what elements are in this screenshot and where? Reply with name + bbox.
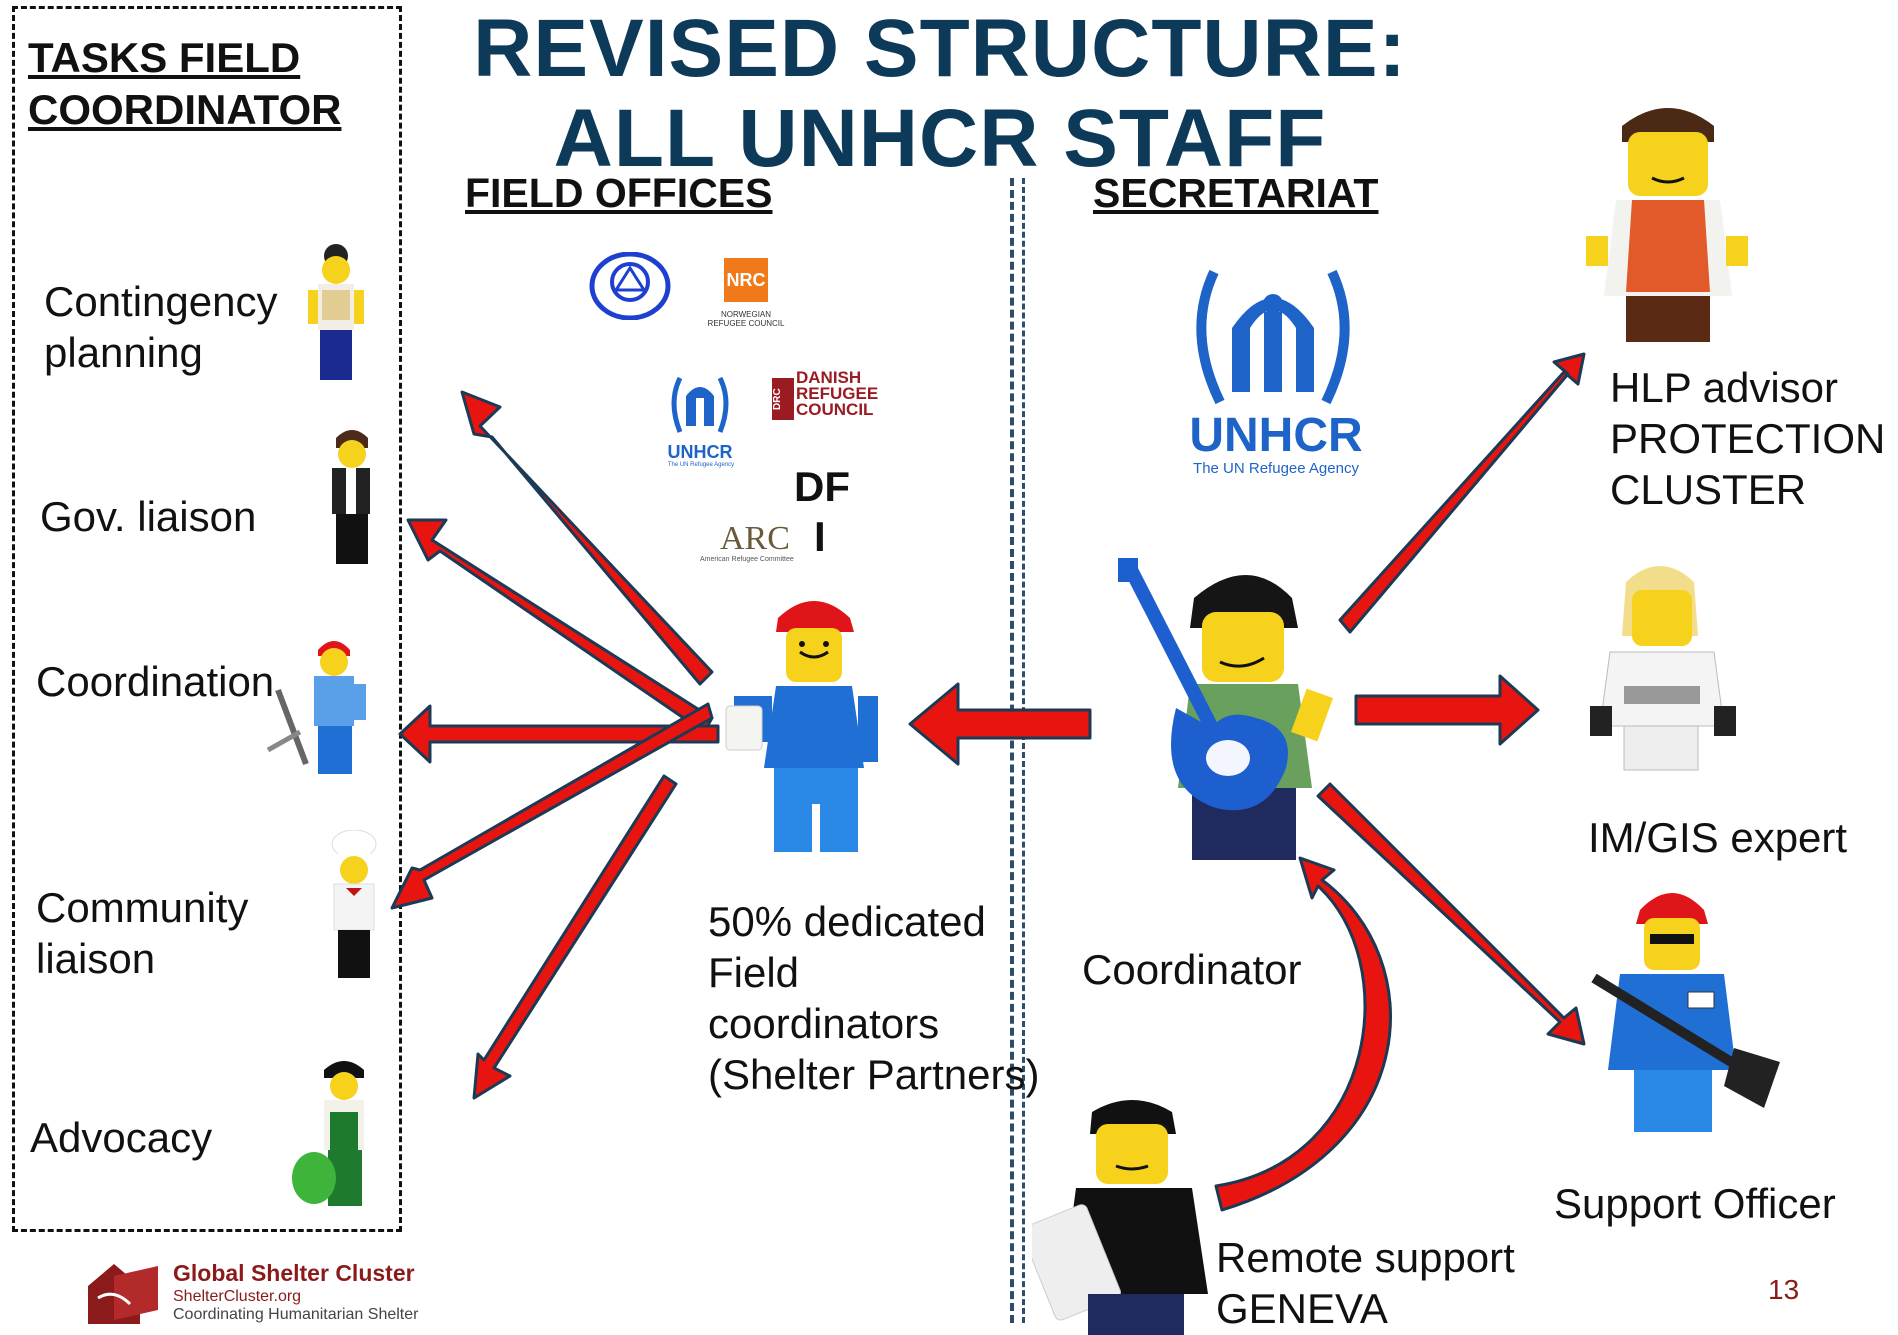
arrow-to-community-liaison — [390, 702, 714, 910]
tasks-header-line-2: COORDINATOR — [28, 86, 342, 133]
arrow-to-field-coordinator — [908, 682, 1092, 766]
arc-logo: ARC — [720, 520, 790, 557]
tasks-header-line-1: TASKS FIELD — [28, 34, 301, 81]
coordinator-label: Coordinator — [1082, 946, 1302, 993]
minifigure-icon — [1590, 566, 1736, 771]
hlp-advisor-label: HLP advisor PROTECTION CLUSTER — [1610, 362, 1885, 515]
minifigure-icon — [1586, 108, 1748, 342]
tasks-box — [12, 6, 402, 1232]
arrow-to-support-officer — [1316, 782, 1586, 1046]
drc-logo-line: REFUGEE — [796, 384, 879, 403]
unhcr-logo-name: UNHCR — [1189, 409, 1363, 462]
divider-dashed — [1022, 178, 1025, 1323]
field-coordinators-line: coordinators — [708, 1000, 940, 1047]
tasks-header: TASKS FIELD COORDINATOR — [28, 32, 341, 136]
arrow-to-hlp — [1338, 352, 1586, 634]
dfi-logo: DF I — [794, 462, 850, 562]
shelter-cluster-logo-icon — [88, 1264, 158, 1324]
unhcr-small-name: UNHCR — [667, 442, 733, 462]
slide-title: REVISED STRUCTURE: ALL UNHCR STAFF — [450, 4, 1430, 184]
task-community-liaison: Community liaison — [36, 882, 248, 984]
title-line-1: REVISED STRUCTURE: — [473, 3, 1407, 94]
dfi-line: I — [814, 513, 826, 560]
minifigure-icon — [266, 641, 366, 774]
minifigure-icon — [320, 430, 382, 564]
arc-logo-caption: American Refugee Committee — [700, 556, 794, 563]
un-emblem-icon — [589, 252, 671, 320]
hlp-line: PROTECTION — [1610, 415, 1886, 462]
minifigure-icon — [1591, 893, 1780, 1132]
hlp-line: HLP advisor — [1610, 364, 1839, 411]
task-contingency: Contingency planning — [44, 276, 277, 378]
hlp-line: CLUSTER — [1610, 466, 1807, 513]
unhcr-small-tagline: The UN Refugee Agency — [667, 462, 735, 468]
field-offices-header: FIELD OFFICES — [465, 170, 773, 216]
task-label: Gov. liaison — [40, 493, 257, 540]
page-number: 13 — [1768, 1274, 1800, 1305]
arrow-to-contingency — [460, 390, 714, 686]
task-coordination: Coordination — [36, 656, 274, 707]
minifigure-icon — [1032, 1100, 1208, 1335]
footer-url[interactable]: ShelterCluster.org — [173, 1288, 302, 1305]
unhcr-logo-icon — [671, 376, 729, 433]
footer-tagline: Coordinating Humanitarian Shelter — [173, 1306, 419, 1323]
remote-support-line: Remote support — [1216, 1234, 1515, 1281]
remote-support-line: GENEVA — [1216, 1285, 1388, 1332]
arrow-to-advocacy — [472, 774, 678, 1100]
drc-mark: DRC — [772, 378, 794, 420]
task-label: planning — [44, 329, 203, 376]
nrc-logo: NRC — [724, 258, 768, 302]
drc-logo-line: DANISH — [796, 368, 862, 387]
nrc-logo-caption: NORWEGIAN REFUGEE COUNCIL — [700, 310, 792, 328]
task-label: Community — [36, 884, 249, 931]
guitar-icon — [1118, 558, 1288, 811]
divider-dashed — [1010, 178, 1014, 1323]
minifigure-icon — [292, 1061, 364, 1206]
unhcr-logo-icon — [1196, 269, 1350, 405]
task-label: Advocacy — [30, 1114, 213, 1161]
field-coordinators-label: 50% dedicated Field coordinators (Shelte… — [708, 896, 1039, 1100]
arrow-to-gov-liaison — [406, 518, 714, 734]
arrow-from-remote-support — [1214, 856, 1392, 1212]
arrow-to-imgis — [1354, 674, 1540, 746]
title-line-2: ALL UNHCR STAFF — [553, 93, 1327, 184]
nrc-caption-line: REFUGEE COUNCIL — [707, 319, 785, 328]
field-coordinators-line: (Shelter Partners) — [708, 1051, 1040, 1098]
minifigure-icon — [308, 244, 364, 380]
minifigure-icon — [1118, 558, 1334, 860]
nrc-caption-line: NORWEGIAN — [720, 310, 772, 319]
field-coordinators-line: Field — [708, 949, 800, 996]
remote-support-label: Remote support GENEVA — [1216, 1232, 1515, 1334]
task-label: Coordination — [36, 658, 275, 705]
task-advocacy: Advocacy — [30, 1112, 212, 1163]
task-label: Contingency — [44, 278, 278, 325]
unhcr-logo-tagline: The UN Refugee Agency — [1193, 460, 1359, 477]
minifigure-icon — [725, 601, 878, 852]
secretariat-header: SECRETARIAT — [1093, 170, 1379, 216]
drc-logo-line: COUNCIL — [796, 400, 874, 419]
dfi-line: DF — [794, 463, 850, 510]
task-label: liaison — [36, 935, 156, 982]
support-officer-label: Support Officer — [1554, 1180, 1836, 1227]
task-gov-liaison: Gov. liaison — [40, 491, 256, 542]
footer-org-name: Global Shelter Cluster — [173, 1260, 415, 1286]
field-coordinators-line: 50% dedicated — [708, 898, 986, 945]
minifigure-icon — [331, 830, 377, 978]
imgis-expert-label: IM/GIS expert — [1588, 814, 1848, 861]
drc-logo: DANISH REFUGEE COUNCIL — [796, 368, 879, 419]
